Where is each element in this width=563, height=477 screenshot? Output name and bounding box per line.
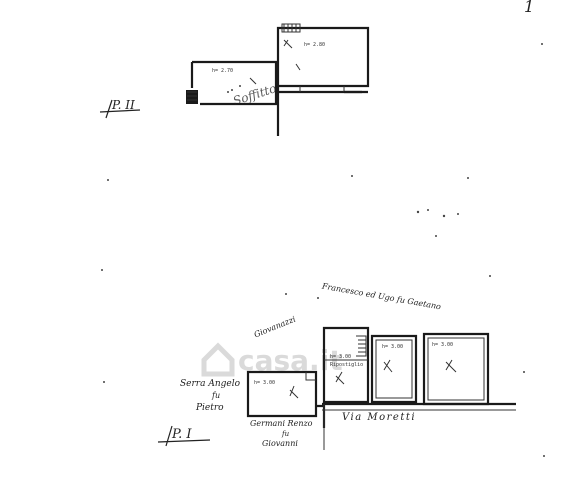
neighbor-top-line2: Francesco ed Ugo fu Gaetano — [320, 281, 441, 311]
neighbor-bottom-line1: Germani Renzo — [250, 419, 313, 428]
neighbor-bottom-line3: Giovanni — [262, 439, 298, 448]
neighbor-bottom-line2: fu — [281, 430, 290, 438]
ground-floor-plan — [246, 326, 516, 450]
upper-room-right-height: h= 2.80 — [304, 42, 325, 48]
page-number: 1 — [524, 0, 534, 16]
neighbor-left-line1: Serra Angelo — [180, 379, 241, 389]
ground-room-b-height: h= 3.00 — [330, 354, 351, 360]
neighbor-top-line1: Giovanazzi — [253, 314, 298, 339]
upper-floor-label: P. II — [99, 98, 141, 119]
ground-room-d-height: h= 3.00 — [432, 342, 453, 348]
ground-room-b-note: Ripostiglio — [330, 362, 363, 368]
upper-room-left-height: h= 2.70 — [212, 68, 233, 74]
ground-floor-label: P. I — [157, 425, 211, 447]
upper-floor-plan — [186, 23, 370, 136]
neighbor-left-line3: Pietro — [195, 403, 224, 413]
ground-room-a-height: h= 3.00 — [254, 380, 275, 386]
upper-floor-label-text: P. II — [111, 98, 135, 112]
neighbor-left-line2: fu — [211, 391, 220, 400]
house-icon — [201, 342, 235, 377]
ground-room-c-height: h= 3.00 — [382, 344, 403, 350]
street-name: Via Moretti — [342, 412, 416, 423]
ground-floor-label-text: P. I — [171, 427, 192, 442]
scan-specks — [101, 43, 545, 457]
